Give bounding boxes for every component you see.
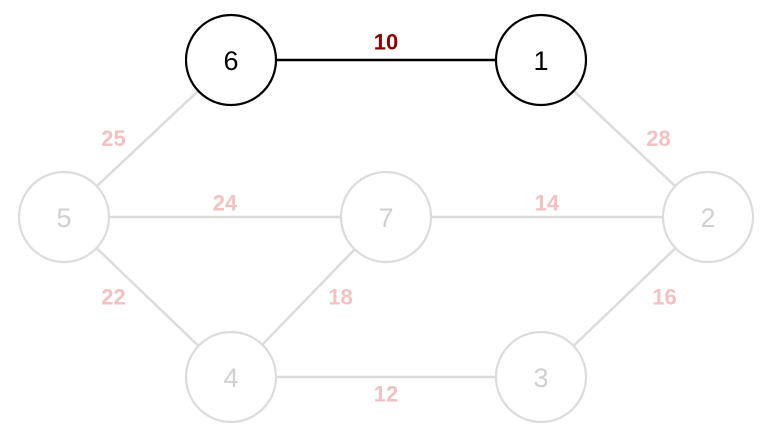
node-label-6: 6 bbox=[223, 46, 238, 76]
edge-weight-7-4: 18 bbox=[328, 285, 352, 310]
node-5: 5 bbox=[17, 170, 111, 264]
edge-weight-6-1: 10 bbox=[374, 30, 398, 55]
node-1: 1 bbox=[494, 13, 588, 107]
edge-weight-4-3: 12 bbox=[374, 382, 398, 407]
edge-weight-2-3: 16 bbox=[652, 285, 676, 310]
node-7: 7 bbox=[339, 170, 433, 264]
node-circle-2 bbox=[661, 170, 755, 264]
edge-weight-6-5: 25 bbox=[101, 126, 125, 151]
node-circle-5 bbox=[17, 170, 111, 264]
node-circle-4 bbox=[184, 330, 278, 424]
edge-weight-5-4: 22 bbox=[101, 285, 125, 310]
node-label-5: 5 bbox=[56, 203, 71, 233]
node-label-2: 2 bbox=[700, 203, 715, 233]
node-3: 3 bbox=[494, 330, 588, 424]
edge-weight-5-7: 24 bbox=[213, 191, 238, 216]
node-circle-6 bbox=[184, 13, 278, 107]
node-circle-3 bbox=[494, 330, 588, 424]
edge-weight-7-2: 14 bbox=[535, 191, 560, 216]
node-label-3: 3 bbox=[533, 363, 548, 393]
edge-weight-1-2: 28 bbox=[646, 126, 670, 151]
node-label-7: 7 bbox=[378, 203, 393, 233]
node-6: 6 bbox=[184, 13, 278, 107]
node-circle-7 bbox=[339, 170, 433, 264]
node-label-1: 1 bbox=[533, 46, 548, 76]
node-label-4: 4 bbox=[223, 363, 238, 393]
node-4: 4 bbox=[184, 330, 278, 424]
node-circle-1 bbox=[494, 13, 588, 107]
node-2: 2 bbox=[661, 170, 755, 264]
